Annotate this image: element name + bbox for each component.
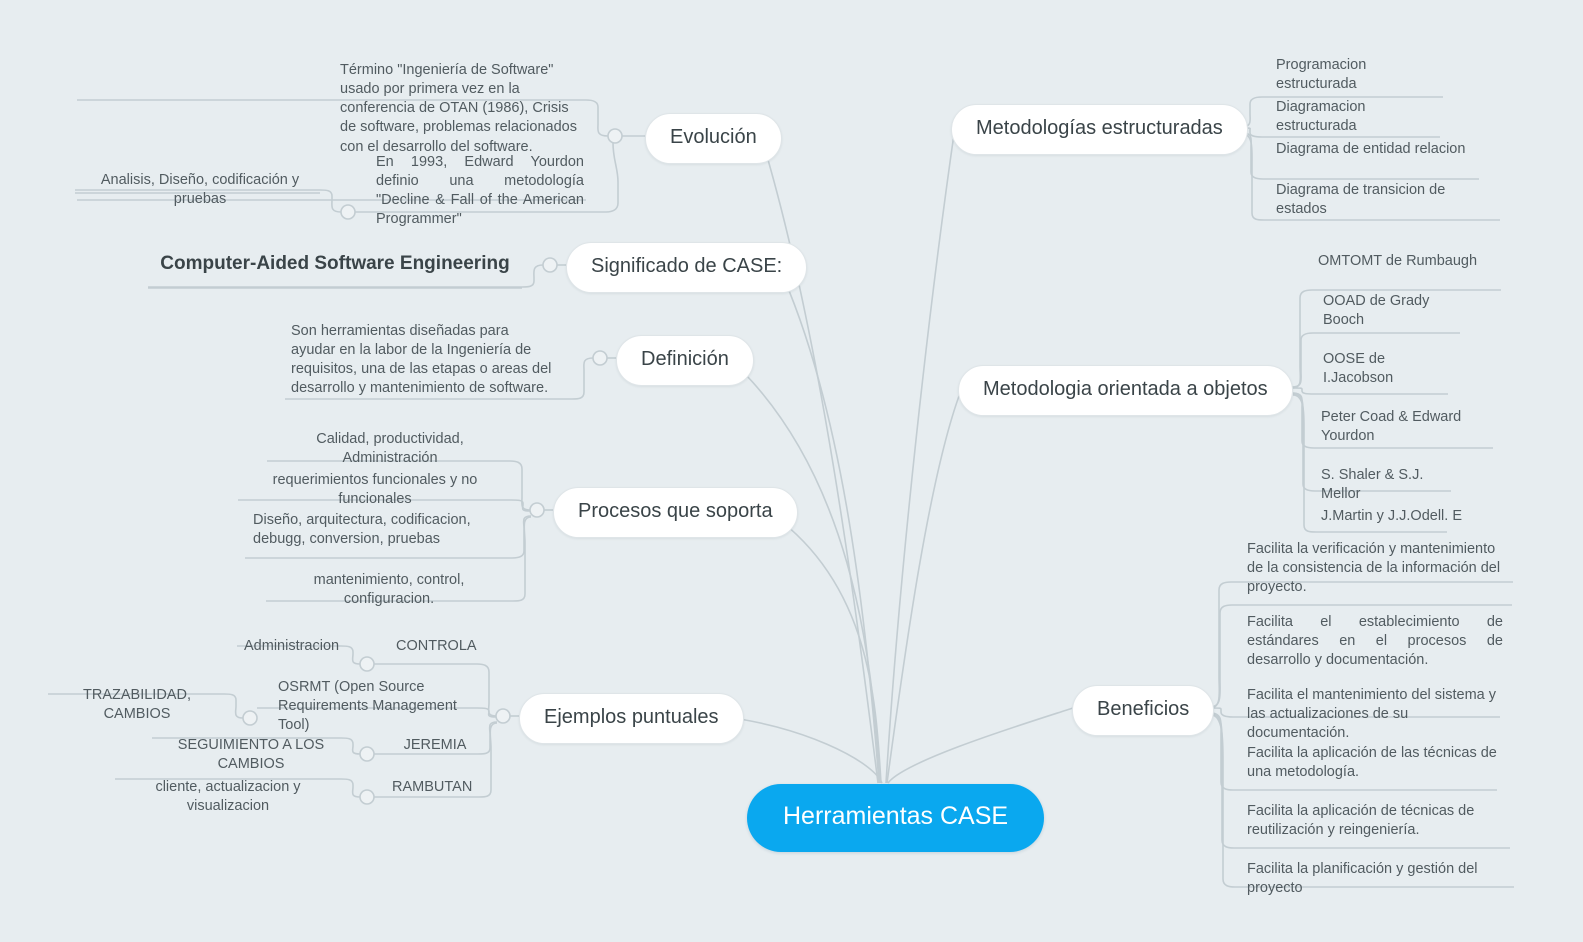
branch-label-ejemplos: Ejemplos puntuales [519,693,744,744]
leaf-osrmt-trazabilidad[interactable]: TRAZABILIDAD, CAMBIOS [83,687,191,723]
branch-node-ejemplos[interactable]: Ejemplos puntuales [519,693,744,744]
branch-node-evolucion[interactable]: Evolución [645,113,782,164]
leaf-estructuradas-diagramacion[interactable]: Diagramacion estructurada [1276,99,1366,135]
leaf-controla-administracion[interactable]: Administracion [244,638,340,654]
leaf-objetos-coad-yourdon[interactable]: Peter Coad & Edward Yourdon [1321,409,1462,445]
leaf-objetos-ooad[interactable]: OOAD de Grady Booch [1323,293,1430,329]
root-node[interactable]: Herramientas CASE [747,784,1045,852]
leaf-procesos-calidad[interactable]: Calidad, productividad, Administración [316,431,464,467]
leaf-objetos-oose[interactable]: OOSE de I.Jacobson [1323,351,1394,387]
branch-label-metodologia-objetos: Metodologia orientada a objetos [958,365,1293,416]
root-label: Herramientas CASE [747,784,1045,852]
branch-label-definicion: Definición [616,335,754,386]
branch-node-metodologias-estructuradas[interactable]: Metodologías estructuradas [951,104,1248,155]
leaf-ejemplos-jeremia[interactable]: JEREMIA [403,737,467,753]
leaf-ejemplos-osrmt[interactable]: OSRMT (Open Source Requirements Manageme… [278,679,457,734]
leaf-procesos-mantenimiento[interactable]: mantenimiento, control, configuracion. [313,572,465,608]
branch-label-procesos: Procesos que soporta [553,487,798,538]
leaf-objetos-martin-odell[interactable]: J.Martin y J.J.Odell. E [1321,508,1463,524]
leaf-procesos-requerimientos[interactable]: requerimientos funcionales y no funciona… [272,472,478,508]
leaf-evolucion-termino[interactable]: Término "Ingeniería de Software" usado p… [340,62,577,155]
leaf-estructuradas-programacion[interactable]: Programacion estructurada [1276,57,1367,93]
leaf-beneficios-planificacion[interactable]: Facilita la planificación y gestión del … [1247,861,1478,897]
leaf-estructuradas-entidad-relacion[interactable]: Diagrama de entidad relacion [1276,141,1466,157]
leaf-beneficios-mantenimiento[interactable]: Facilita el mantenimiento del sistema y … [1247,687,1497,742]
leaf-ejemplos-controla[interactable]: CONTROLA [396,638,477,654]
leaf-beneficios-verificacion[interactable]: Facilita la verificación y mantenimiento… [1247,541,1501,596]
leaf-estructuradas-transicion-estados[interactable]: Diagrama de transicion de estados [1276,182,1446,218]
leaf-procesos-diseno[interactable]: Diseño, arquitectura, codificacion, debu… [253,512,471,548]
leaf-definicion-descripcion[interactable]: Son herramientas diseñadas para ayudar e… [291,323,552,397]
leaf-ejemplos-rambutan[interactable]: RAMBUTAN [392,779,473,795]
leaf-jeremia-seguimiento[interactable]: SEGUIMIENTO A LOS CAMBIOS [177,737,325,773]
branch-node-metodologia-objetos[interactable]: Metodologia orientada a objetos [958,365,1293,416]
leaf-evolucion-yourdon[interactable]: En 1993, Edward Yourdon definio una meto… [376,154,584,228]
branch-node-beneficios[interactable]: Beneficios [1072,685,1215,736]
leaf-rambutan-cliente[interactable]: cliente, actualizacion y visualizacion [155,779,301,815]
leaf-objetos-shaler-mellor[interactable]: S. Shaler & S.J. Mellor [1321,467,1424,503]
branch-node-definicion[interactable]: Definición [616,335,754,386]
leaf-evolucion-analisis[interactable]: Analisis, Diseño, codificación y pruebas [100,172,300,208]
branch-label-significado: Significado de CASE: [566,242,808,293]
leaf-beneficios-tecnicas-metodologia[interactable]: Facilita la aplicación de las técnicas d… [1247,745,1497,781]
leaf-significado-case[interactable]: Computer-Aided Software Engineering [160,253,510,274]
branch-label-metodologias-estructuradas: Metodologías estructuradas [951,104,1248,155]
leaf-beneficios-estandares[interactable]: Facilita el establecimiento de estándare… [1247,614,1503,669]
leaf-beneficios-reutilizacion[interactable]: Facilita la aplicación de técnicas de re… [1247,803,1475,839]
branch-label-beneficios: Beneficios [1072,685,1215,736]
branch-node-procesos[interactable]: Procesos que soporta [553,487,798,538]
branch-node-significado[interactable]: Significado de CASE: [566,242,808,293]
leaf-objetos-omt[interactable]: OMTOMT de Rumbaugh [1318,253,1478,269]
branch-label-evolucion: Evolución [645,113,782,164]
